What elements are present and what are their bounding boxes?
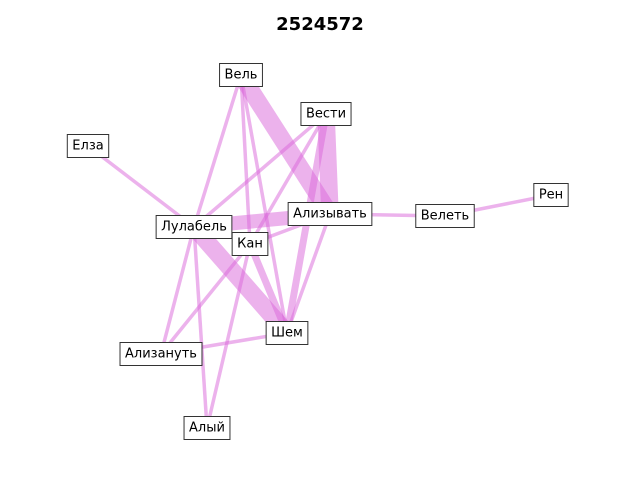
node-box	[183, 416, 231, 440]
edge-vel-kan	[239, 74, 252, 245]
node-label: Рен	[539, 188, 563, 203]
node-box	[219, 63, 263, 87]
edge-lulabel-alizanut	[159, 226, 196, 355]
node-vesti: Вести	[300, 102, 352, 126]
node-label: Шем	[271, 326, 303, 341]
node-shem: Шем	[265, 321, 309, 345]
edge-kan-alyi	[205, 243, 252, 429]
edge-vel-lulabel	[192, 74, 243, 228]
node-elza: Елза	[66, 134, 110, 158]
edge-lulabel-alyi	[192, 226, 209, 429]
edge-kan-vesti	[248, 113, 328, 245]
edge-vel-shem	[239, 74, 289, 334]
node-lulabel: Лулабель	[155, 215, 233, 239]
node-box	[415, 204, 475, 228]
node-box	[231, 232, 269, 256]
edges-layer	[86, 70, 552, 429]
edge-lulabel-vesti	[192, 112, 328, 229]
node-box	[119, 342, 203, 366]
edge-kan-shem	[246, 242, 291, 335]
node-label: Вель	[225, 68, 258, 83]
node-label: Велеть	[421, 209, 469, 224]
node-label: Елза	[72, 139, 103, 154]
node-label: Ализануть	[125, 347, 197, 362]
node-box	[287, 202, 373, 226]
node-label: Лулабель	[161, 220, 227, 235]
node-label: Алый	[189, 421, 225, 436]
edge-vesti-alizyvat	[317, 113, 339, 215]
node-velet: Велеть	[415, 204, 475, 228]
node-label: Кан	[237, 237, 263, 252]
node-alyi: Алый	[183, 416, 231, 440]
node-box	[66, 134, 110, 158]
edge-kan-alizanut	[159, 242, 252, 356]
node-box	[300, 102, 352, 126]
node-alizanut: Ализануть	[119, 342, 203, 366]
node-vel: Вель	[219, 63, 263, 87]
node-label: Вести	[306, 107, 346, 122]
edge-alizyvat-shem	[285, 213, 332, 334]
node-label: Ализывать	[293, 207, 367, 222]
node-kan: Кан	[231, 232, 269, 256]
node-box	[155, 215, 233, 239]
node-box	[265, 321, 309, 345]
node-alizyvat: Ализывать	[287, 202, 373, 226]
edge-elza-lulabel	[86, 144, 196, 229]
node-box	[533, 183, 569, 207]
node-ren: Рен	[533, 183, 569, 207]
diagram-title: 2524572	[276, 14, 364, 35]
